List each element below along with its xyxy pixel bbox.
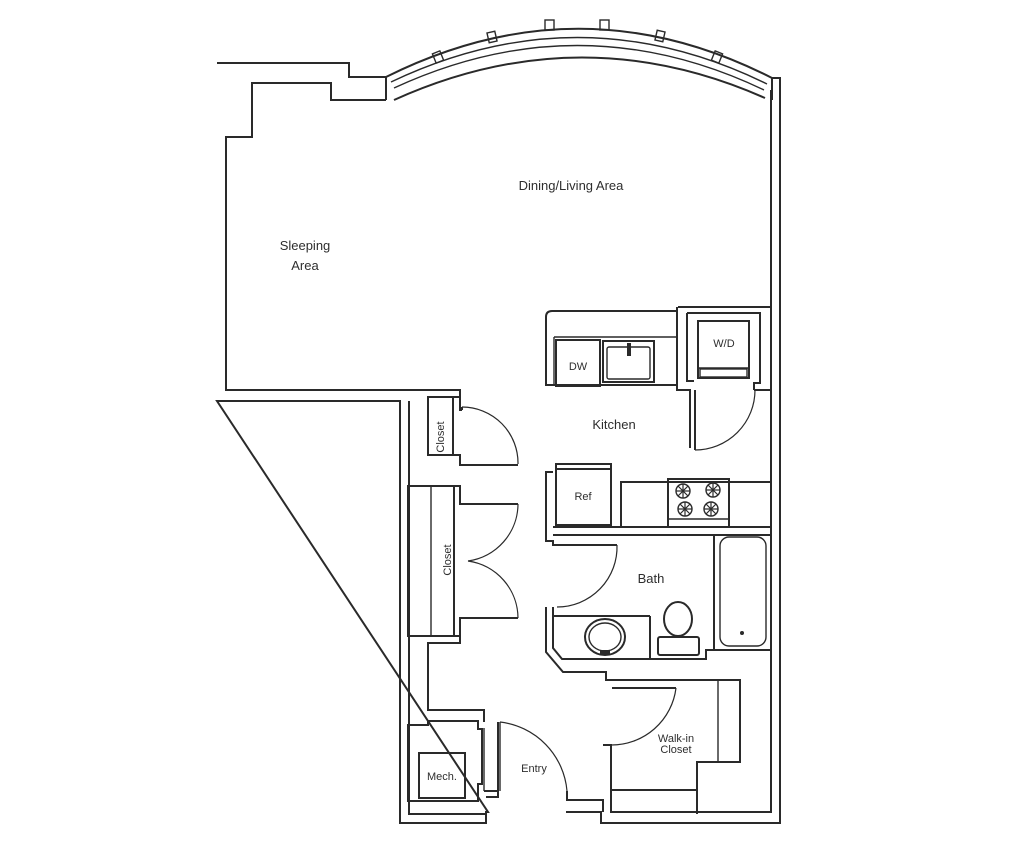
entry-door (484, 721, 604, 812)
toilet (657, 601, 700, 656)
walkin-closet (603, 679, 741, 814)
label-walkin-2: Closet (660, 744, 691, 756)
laundry-closet (676, 307, 771, 451)
burner (677, 501, 693, 517)
bathroom (545, 527, 771, 681)
bathtub (713, 534, 772, 651)
label-dining-living: Dining/Living Area (519, 178, 625, 193)
label-kitchen: Kitchen (592, 417, 635, 432)
label-sleeping-2: Area (291, 258, 319, 273)
label-dw: DW (569, 361, 588, 373)
label-entry: Entry (521, 763, 547, 775)
burner (675, 483, 691, 499)
kitchen-lower-counter (545, 463, 772, 528)
lower-closet (407, 485, 519, 637)
bathroom-sink (584, 618, 626, 656)
kitchen-sink (602, 340, 655, 383)
upper-closet (427, 396, 519, 466)
label-closet-upper: Closet (435, 421, 447, 452)
label-bath: Bath (638, 571, 665, 586)
label-ref: Ref (574, 491, 592, 503)
bay-window (385, 19, 773, 101)
kitchen-upper-counter (545, 310, 678, 386)
stove (667, 478, 730, 528)
burner (705, 482, 721, 498)
dishwasher (555, 339, 601, 387)
label-walkin-1: Walk-in (658, 733, 694, 745)
burner (703, 501, 719, 517)
label-closet-lower: Closet (442, 544, 454, 575)
corridor-walls (427, 635, 485, 722)
label-sleeping-1: Sleeping (280, 238, 331, 253)
label-wd: W/D (713, 338, 734, 350)
label-mech: Mech. (427, 771, 457, 783)
mech-closet (407, 720, 485, 802)
room-labels: Dining/Living Area Sleeping Area Kitchen… (280, 178, 735, 783)
